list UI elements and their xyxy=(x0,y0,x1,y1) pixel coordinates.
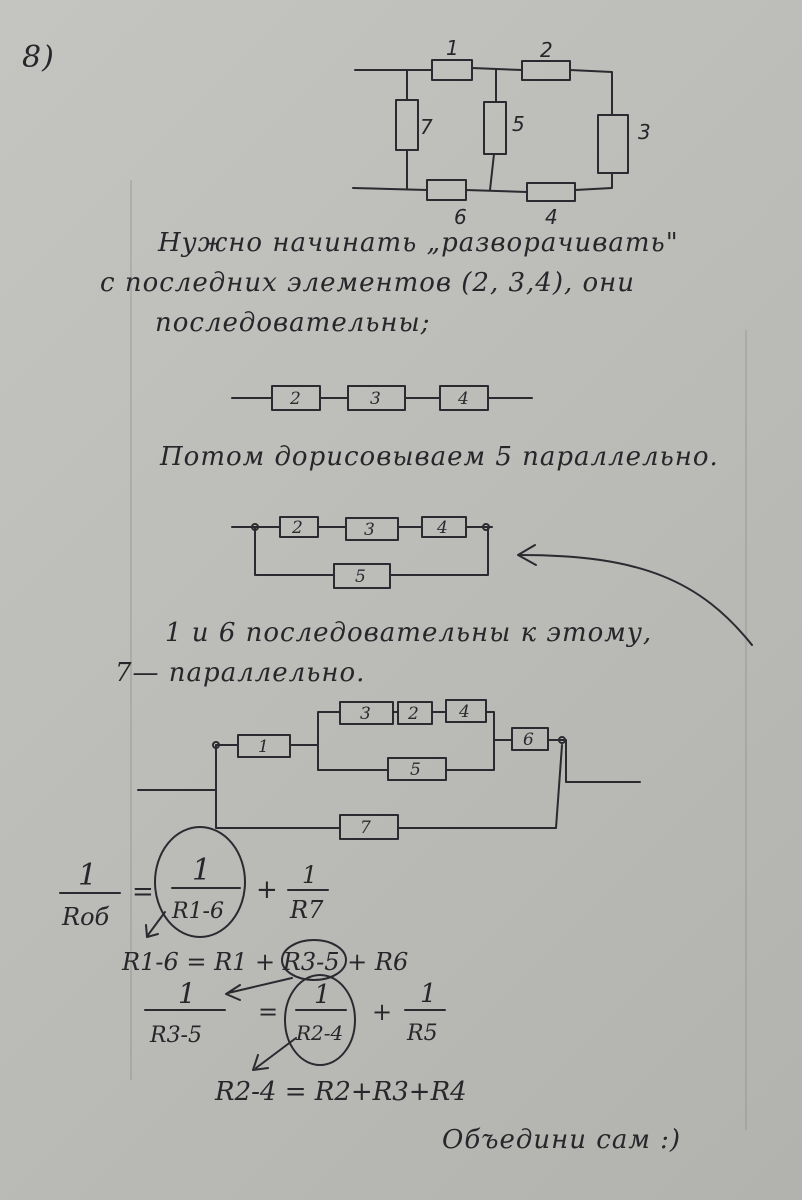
full-label-2: 2 xyxy=(407,704,419,724)
wire-right xyxy=(574,172,613,191)
f1-t2-den: R7 xyxy=(289,896,324,924)
margin-line xyxy=(130,180,132,1080)
label-7: 7 xyxy=(420,115,433,139)
f3-den: R3-5 xyxy=(149,1023,202,1048)
full-box-5 xyxy=(387,757,447,781)
f1-t1-den: R1-6 xyxy=(171,899,224,924)
f1-circle xyxy=(154,826,246,938)
wire-branch-5 xyxy=(489,69,497,191)
f1-num: 1 xyxy=(78,858,97,893)
f3-num: 1 xyxy=(178,977,196,1010)
series-label-3: 3 xyxy=(370,389,381,409)
full-box-7 xyxy=(339,814,399,840)
resistor-2 xyxy=(521,60,571,81)
text-line-2: с последних элементов (2, 3,4), они xyxy=(100,268,636,298)
full-label-4: 4 xyxy=(458,702,470,722)
f3-t2-den: R5 xyxy=(406,1021,438,1046)
p5-label-5: 5 xyxy=(355,567,366,587)
p5-box-3 xyxy=(345,517,399,541)
full-outer-wires xyxy=(137,744,563,829)
resistor-7 xyxy=(395,99,419,151)
label-2: 2 xyxy=(540,38,553,62)
full-label-6: 6 xyxy=(523,730,534,750)
f3-plus: + xyxy=(372,998,392,1026)
f1-t2-num: 1 xyxy=(302,861,317,889)
p5-box-2 xyxy=(279,516,319,538)
series-box-2 xyxy=(271,385,321,411)
arrow-1 xyxy=(145,911,166,938)
wire-bottom-left xyxy=(352,187,428,191)
curved-arrow-head xyxy=(517,544,537,566)
text-line-1: Нужно начинать „разворачивать" xyxy=(158,228,679,258)
f4: R2-4 = R2+R3+R4 xyxy=(214,1077,467,1107)
f3-t1-den: R2-4 xyxy=(295,1021,343,1045)
arrow-3 xyxy=(252,1037,297,1071)
full-label-1: 1 xyxy=(258,737,269,757)
f3-t1-num: 1 xyxy=(314,980,331,1010)
f1-t1-num: 1 xyxy=(192,853,211,888)
text-line-6: 7— параллельно. xyxy=(115,658,366,688)
f1-den: Rоб xyxy=(61,903,110,931)
label-3: 3 xyxy=(638,120,651,144)
f2: R1-6 = R1 + R3-5 + R6 xyxy=(121,948,408,976)
full-label-3: 3 xyxy=(360,704,371,724)
problem-number: 8) xyxy=(22,40,55,75)
text-line-4: Потом дорисовываем 5 параллельно. xyxy=(160,442,719,472)
right-line xyxy=(745,330,747,1130)
series-label-2: 2 xyxy=(289,389,301,409)
f1-plus: + xyxy=(256,875,278,905)
f2-circle xyxy=(281,939,347,981)
closing-text: Объедини сам :) xyxy=(442,1125,682,1155)
f3-t2-num: 1 xyxy=(420,979,437,1009)
p5-box-5 xyxy=(333,563,391,589)
full-top-wires xyxy=(215,711,641,783)
resistor-5 xyxy=(483,101,507,155)
full-box-4 xyxy=(445,699,487,723)
f3-circle xyxy=(284,974,356,1066)
f1-eq: = xyxy=(132,877,154,907)
label-5: 5 xyxy=(512,112,525,136)
wire-bottom-mid xyxy=(465,189,528,193)
full-box-2 xyxy=(397,701,433,725)
text-line-5: 1 и 6 последовательны к этому, xyxy=(165,618,653,648)
p5-bottom-wire xyxy=(254,526,489,576)
series-label-4: 4 xyxy=(457,389,469,409)
full-middle-wires xyxy=(317,739,495,771)
label-6: 6 xyxy=(454,205,467,229)
full-label-5: 5 xyxy=(410,760,421,780)
p5-box-4 xyxy=(421,516,467,538)
arrow-2 xyxy=(225,977,293,1001)
text-line-3: последовательны; xyxy=(155,308,431,338)
f3-eq: = xyxy=(258,998,278,1026)
p5-label-2: 2 xyxy=(291,518,303,538)
curved-arrow xyxy=(519,554,753,646)
label-1: 1 xyxy=(446,36,459,60)
wire-top xyxy=(354,67,613,116)
p5-label-3: 3 xyxy=(364,520,375,540)
series-box-3 xyxy=(347,385,406,411)
full-box-3 xyxy=(339,701,394,725)
full-box-1 xyxy=(237,734,291,758)
resistor-1 xyxy=(431,59,473,81)
series-box-4 xyxy=(439,385,489,411)
label-4: 4 xyxy=(545,205,558,229)
full-box-6 xyxy=(511,727,549,751)
full-label-7: 7 xyxy=(360,818,371,838)
p5-label-4: 4 xyxy=(436,518,448,538)
